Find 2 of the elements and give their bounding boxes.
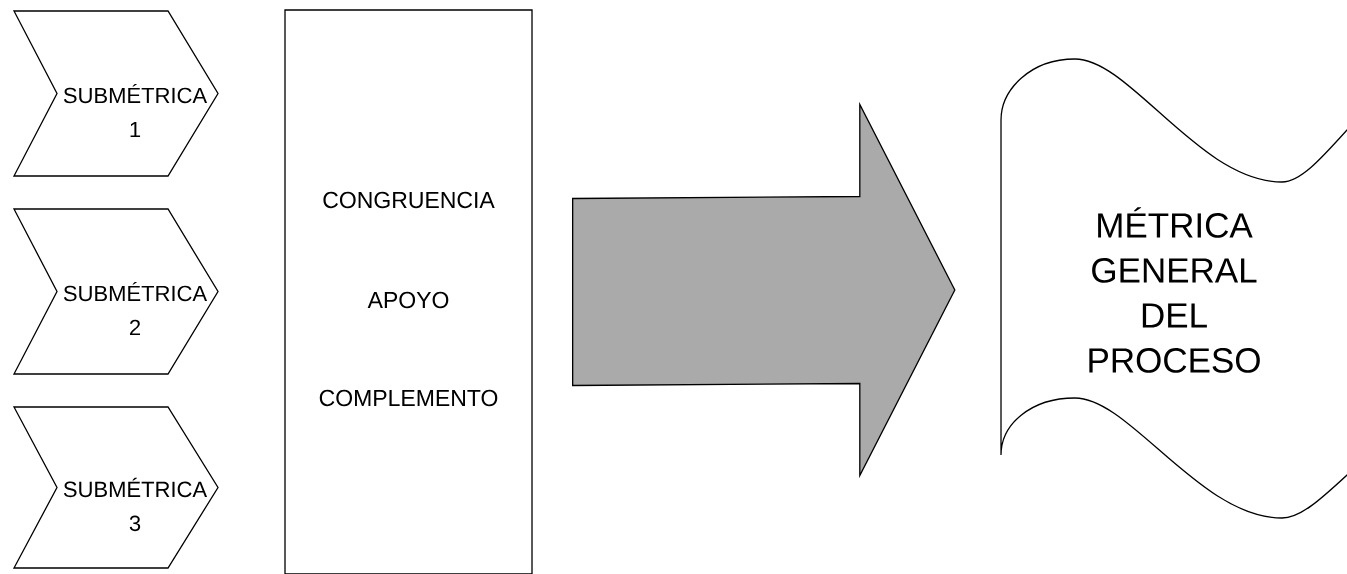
column-box: CONGRUENCIA APOYO COMPLEMENTO bbox=[284, 9, 533, 574]
block-arrow bbox=[572, 101, 956, 479]
